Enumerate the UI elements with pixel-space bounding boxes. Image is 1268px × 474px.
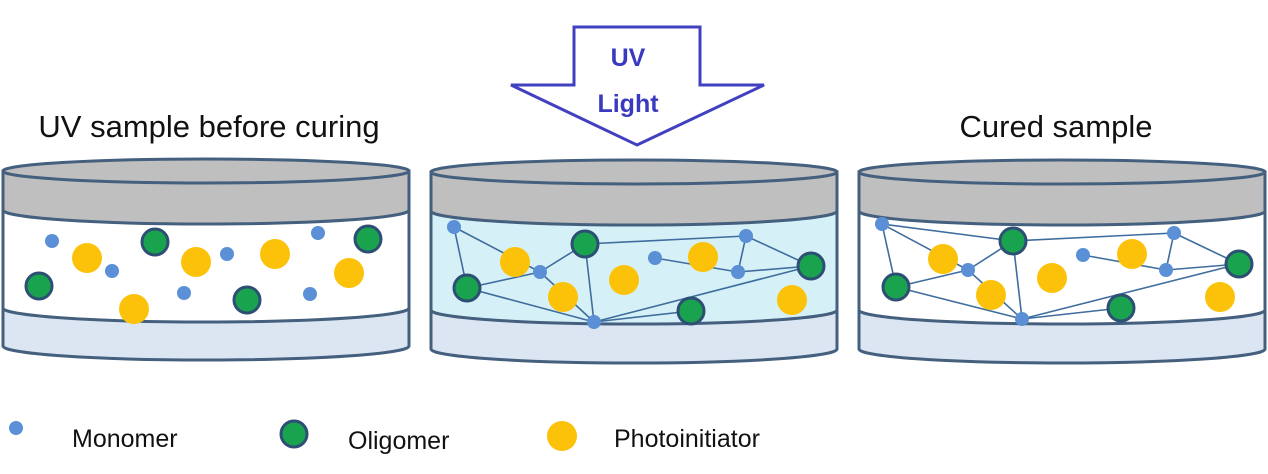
photoinitiator <box>976 280 1006 310</box>
legend-label-photoinitiator: Photoinitiator <box>614 425 760 453</box>
monomer <box>648 251 662 265</box>
dish-lid-top <box>857 158 1267 186</box>
monomer <box>311 226 325 240</box>
oligomer <box>676 296 706 326</box>
monomer <box>739 229 753 243</box>
photoinitiator <box>1117 239 1147 269</box>
oligomer <box>232 285 262 315</box>
dish-cured <box>857 158 1267 365</box>
monomer <box>220 247 234 261</box>
monomer <box>447 220 461 234</box>
monomer <box>1015 312 1029 326</box>
cured-sample-label: Cured sample <box>960 109 1153 144</box>
photoinitiator <box>609 265 639 295</box>
photoinitiator <box>72 243 102 273</box>
oligomer <box>881 272 911 302</box>
monomer <box>1167 226 1181 240</box>
dish-lid-top <box>1 157 411 185</box>
photoinitiator <box>688 242 718 272</box>
dish-lid <box>1 169 411 226</box>
monomer <box>303 287 317 301</box>
photoinitiator <box>119 294 149 324</box>
legend-item-monomer: Monomer <box>9 421 178 453</box>
legend-label-monomer: Monomer <box>72 425 178 453</box>
monomer <box>961 263 975 277</box>
photoinitiator-icon <box>547 421 577 451</box>
uv-arrow-text-line2: Light <box>597 90 659 118</box>
before-curing-label: UV sample before curing <box>38 109 379 144</box>
dish-lid <box>857 170 1267 227</box>
photoinitiator <box>1205 282 1235 312</box>
dish-under-uv <box>429 158 839 365</box>
dish-lid <box>429 170 839 227</box>
monomer <box>177 286 191 300</box>
uv-arrow-text-line1: UV <box>611 44 646 72</box>
oligomer <box>1106 293 1136 323</box>
uv-arrow-shape <box>510 25 765 147</box>
oligomer <box>1224 249 1254 279</box>
oligomer <box>796 251 826 281</box>
dish-lid-top <box>429 158 839 186</box>
monomer <box>1076 248 1090 262</box>
monomer <box>875 217 889 231</box>
oligomer <box>998 226 1028 256</box>
uv-light-arrow: UV Light <box>510 25 765 147</box>
oligomer <box>452 273 482 303</box>
photoinitiator <box>260 239 290 269</box>
legend-item-photoinitiator: Photoinitiator <box>547 421 760 453</box>
photoinitiator <box>500 247 530 277</box>
dish-liquid <box>429 209 839 326</box>
photoinitiator <box>181 247 211 277</box>
dish-before-curing <box>1 157 411 362</box>
photoinitiator <box>777 285 807 315</box>
oligomer <box>353 224 383 254</box>
monomer <box>1159 263 1173 277</box>
photoinitiator <box>1037 263 1067 293</box>
oligomer <box>24 271 54 301</box>
legend: Monomer Oligomer Photoinitiator <box>9 419 760 455</box>
monomer <box>533 265 547 279</box>
legend-label-oligomer: Oligomer <box>348 427 449 455</box>
monomer <box>45 234 59 248</box>
photoinitiator <box>548 282 578 312</box>
oligomer <box>140 227 170 257</box>
oligomer <box>570 229 600 259</box>
monomer-icon <box>9 421 23 435</box>
photoinitiator <box>928 244 958 274</box>
legend-item-oligomer: Oligomer <box>279 419 449 455</box>
oligomer-icon <box>279 419 309 449</box>
photoinitiator <box>334 258 364 288</box>
monomer <box>105 264 119 278</box>
monomer <box>587 315 601 329</box>
monomer <box>731 265 745 279</box>
